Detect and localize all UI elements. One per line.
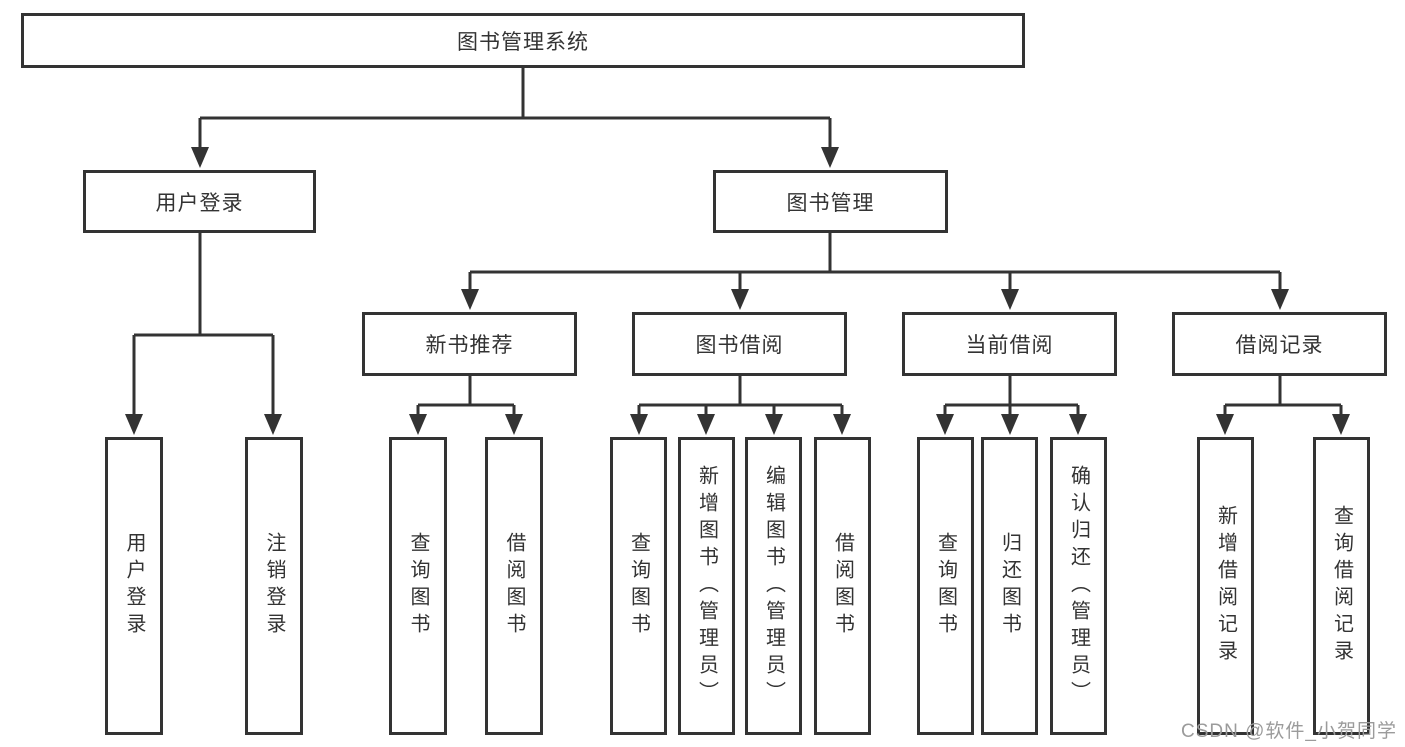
node-return-book: 归还图书 bbox=[981, 437, 1038, 735]
node-query-books-current: 查询图书 bbox=[917, 437, 974, 735]
node-add-book-admin: 新增图书（管理员） bbox=[678, 437, 735, 735]
node-user-login-action: 用户登录 bbox=[105, 437, 163, 735]
node-user-login: 用户登录 bbox=[83, 170, 316, 233]
node-query-borrow-record: 查询借阅记录 bbox=[1313, 437, 1370, 735]
node-confirm-return-admin: 确认归还（管理员） bbox=[1050, 437, 1107, 735]
node-borrow-records: 借阅记录 bbox=[1172, 312, 1387, 376]
node-add-borrow-record: 新增借阅记录 bbox=[1197, 437, 1254, 735]
arrowhead-icons bbox=[125, 147, 1350, 435]
node-borrow-books-borrow: 借阅图书 bbox=[814, 437, 871, 735]
node-current-borrow: 当前借阅 bbox=[902, 312, 1117, 376]
node-new-book-recommend: 新书推荐 bbox=[362, 312, 577, 376]
node-edit-book-admin: 编辑图书（管理员） bbox=[745, 437, 802, 735]
watermark: CSDN @软件_小贺同学 bbox=[1181, 721, 1397, 742]
node-book-management: 图书管理 bbox=[713, 170, 948, 233]
node-root: 图书管理系统 bbox=[21, 13, 1025, 68]
node-query-books-recommend: 查询图书 bbox=[389, 437, 447, 735]
node-logout: 注销登录 bbox=[245, 437, 303, 735]
node-book-borrow: 图书借阅 bbox=[632, 312, 847, 376]
node-query-books-borrow: 查询图书 bbox=[610, 437, 667, 735]
node-borrow-books-recommend: 借阅图书 bbox=[485, 437, 543, 735]
